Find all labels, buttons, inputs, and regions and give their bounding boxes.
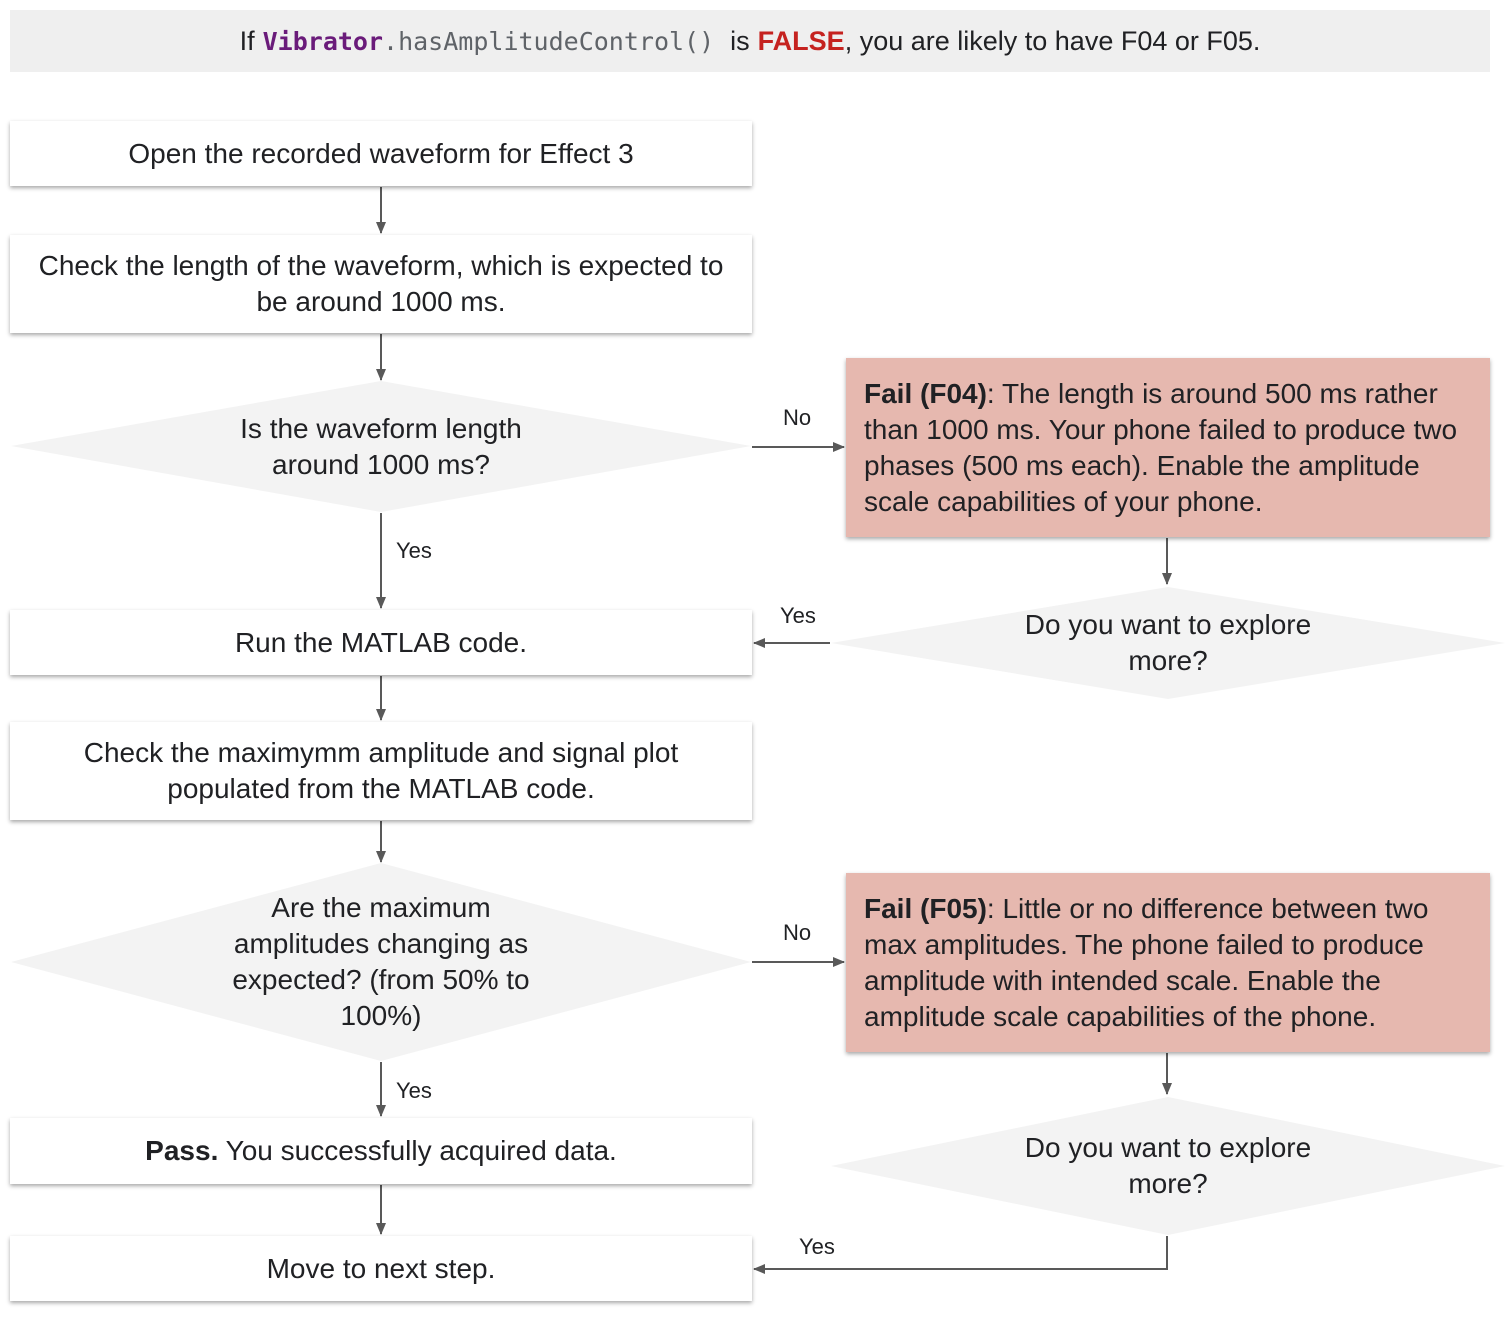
decision-explore-more-2-label: Do you want to explore more? (1024, 1132, 1312, 1199)
decision-amplitude-change: Are the maximum amplitudes changing as e… (10, 862, 752, 1062)
decision-waveform-length-label: Is the waveform length around 1000 ms? (240, 412, 522, 480)
label-yes-length: Yes (396, 538, 432, 563)
pass-bold: Pass. (145, 1135, 219, 1166)
step-next: Move to next step. (10, 1236, 752, 1301)
label-no-length: No (783, 405, 812, 430)
banner-is-word: is (730, 25, 750, 56)
decision-explore-more-1: Do you want to explore more? (830, 586, 1506, 700)
decision-explore-more-1-label: Do you want to explore more? (1024, 609, 1312, 676)
step-pass: Pass. You successfully acquired data. (10, 1118, 752, 1184)
banner-method: .hasAmplitudeControl() (383, 26, 715, 56)
banner-false-value: FALSE (757, 25, 845, 56)
label-yes-explore-1: Yes (780, 603, 816, 628)
banner-prefix: If (239, 25, 255, 56)
condition-banner: If Vibrator.hasAmplitudeControl() is FAL… (10, 10, 1490, 72)
decision-amplitude-change-label: Are the maximum amplitudes changing as e… (232, 892, 530, 1031)
step-check-amplitude: Check the maximymm amplitude and signal … (10, 722, 752, 820)
step-run-matlab-label: Run the MATLAB code. (234, 626, 528, 658)
label-yes-explore-2: Yes (799, 1234, 835, 1259)
step-open-waveform: Open the recorded waveform for Effect 3 (10, 121, 752, 186)
banner-class-name: Vibrator (262, 26, 384, 56)
pass-text: You successfully acquired data. (218, 1135, 617, 1166)
fail-f04-title: Fail (F04) (864, 377, 987, 409)
fail-f05-title: Fail (F05) (864, 892, 987, 924)
label-yes-amplitude: Yes (396, 1078, 432, 1103)
arrow-explore2-yes (753, 1236, 1168, 1274)
fail-f04-text: : The length is around 500 ms rather tha… (864, 377, 1458, 517)
step-next-label: Move to next step. (266, 1252, 496, 1284)
step-check-length-label: Check the length of the waveform, which … (38, 250, 724, 317)
step-check-length: Check the length of the waveform, which … (10, 235, 752, 333)
step-check-amplitude-label: Check the maximymm amplitude and signal … (83, 737, 679, 804)
decision-explore-more-2: Do you want to explore more? (830, 1096, 1506, 1236)
banner-suffix: , you are likely to have F04 or F05. (844, 25, 1261, 56)
fail-f05-box: Fail (F05): Little or no difference betw… (846, 873, 1490, 1052)
decision-waveform-length: Is the waveform length around 1000 ms? (10, 380, 752, 513)
fail-f04-box: Fail (F04): The length is around 500 ms … (846, 358, 1490, 537)
fail-f05-text: : Little or no difference between two ma… (864, 892, 1429, 1032)
step-open-waveform-label: Open the recorded waveform for Effect 3 (128, 137, 634, 169)
step-run-matlab: Run the MATLAB code. (10, 610, 752, 675)
label-no-amplitude: No (783, 920, 812, 945)
